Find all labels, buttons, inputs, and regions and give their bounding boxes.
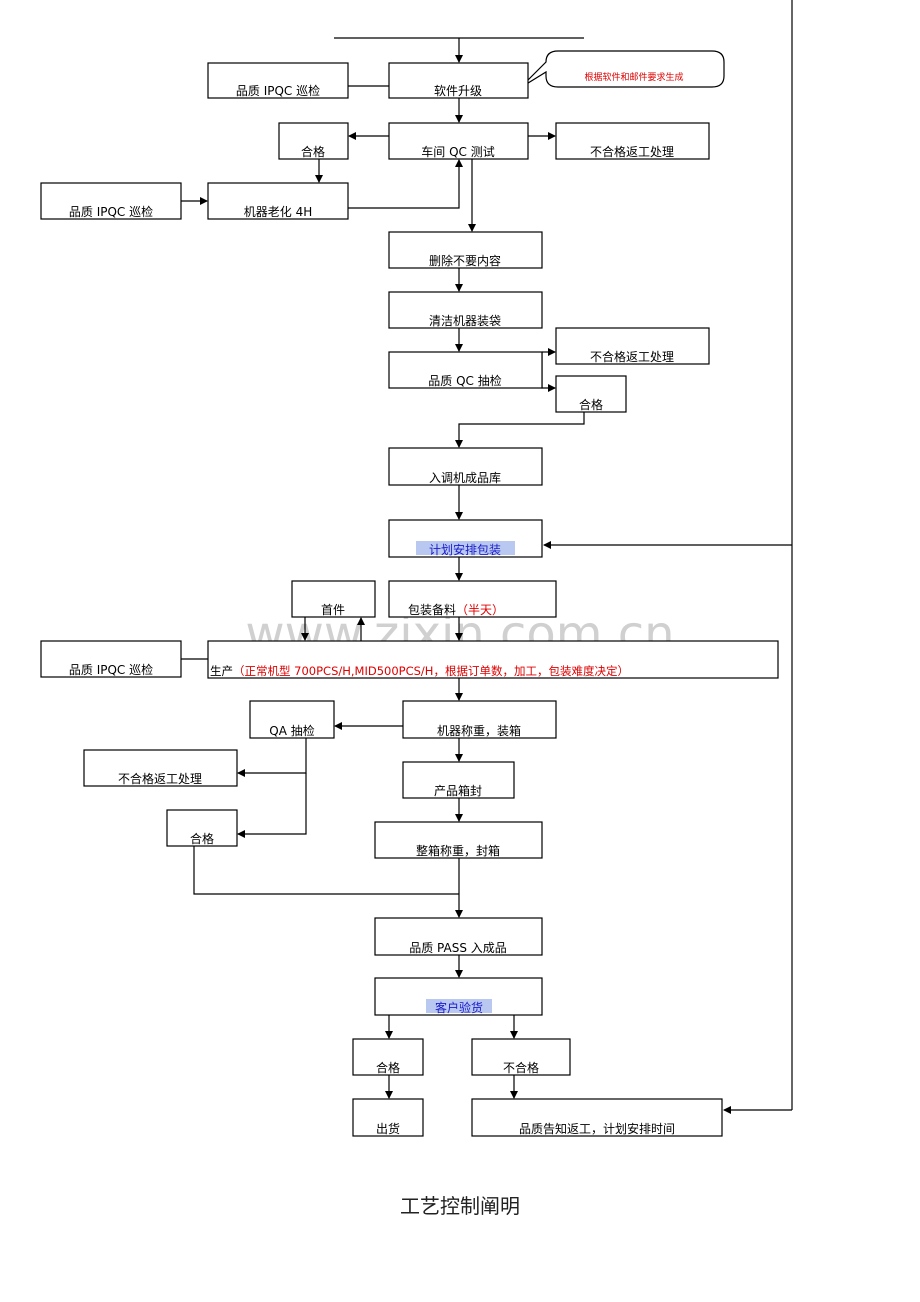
- box-label: 机器称重，装箱: [437, 723, 521, 738]
- box-ipqc-patrol-3: 品质 IPQC 巡检: [40, 640, 182, 678]
- box-label: 不合格返工处理: [590, 144, 674, 159]
- box-qualified-4: 合格: [352, 1038, 424, 1076]
- box-seal-box: 产品箱封: [402, 761, 515, 799]
- box-plan-packing: 计划安排包装: [388, 519, 543, 558]
- box-aging-4h: 机器老化 4H: [207, 182, 349, 220]
- page-caption: 工艺控制阐明: [400, 1194, 520, 1218]
- box-qa-sample: QA 抽检: [249, 700, 335, 739]
- box-customer-check: 客户验货: [374, 977, 543, 1016]
- box-label: 清洁机器装袋: [429, 314, 501, 328]
- box-qualified-3: 合格: [166, 809, 238, 847]
- box-label: 品质 IPQC 巡检: [69, 204, 153, 219]
- box-unqualified: 不合格: [471, 1038, 571, 1076]
- box-label: 计划安排包装: [429, 542, 501, 557]
- box-first-piece: 首件: [291, 580, 376, 618]
- box-label: 出货: [376, 1121, 400, 1136]
- box-label: 不合格: [503, 1060, 539, 1075]
- box-production: 生产（正常机型 700PCS/H,MID500PCS/H，根据订单数，加工，包装…: [207, 640, 779, 679]
- connector-lines: [181, 0, 793, 1114]
- box-label: 不合格返工处理: [590, 349, 674, 364]
- box-qualified-1: 合格: [278, 122, 349, 160]
- box-label: 整箱称重，封箱: [416, 843, 500, 858]
- box-weigh-box: 机器称重，装箱: [402, 700, 557, 739]
- box-label: 入调机成品库: [429, 470, 501, 485]
- box-delete-content: 删除不要内容: [388, 231, 543, 269]
- box-shipment: 出货: [352, 1098, 424, 1137]
- box-label: 包装备料（半天）: [408, 603, 504, 617]
- box-label: 车间 QC 测试: [421, 144, 494, 159]
- box-packing-material: 包装备料（半天）: [388, 580, 557, 618]
- box-label: 首件: [321, 603, 345, 617]
- box-label: 不合格返工处理: [118, 771, 202, 786]
- box-label: QA 抽检: [269, 723, 314, 738]
- box-label: 品质 IPQC 巡检: [236, 83, 320, 98]
- box-ipqc-patrol-2: 品质 IPQC 巡检: [40, 182, 182, 220]
- callout-text: 根据软件和邮件要求生成: [584, 71, 683, 83]
- box-warehouse-in: 入调机成品库: [388, 447, 543, 486]
- box-label: 品质 PASS 入成品: [409, 941, 507, 955]
- box-notify-rework: 品质告知返工，计划安排时间: [471, 1098, 723, 1137]
- box-rework-2: 不合格返工处理: [555, 327, 710, 365]
- box-label: 品质告知返工，计划安排时间: [519, 1121, 675, 1136]
- box-workshop-qc-test: 车间 QC 测试: [388, 122, 529, 160]
- box-label: 软件升级: [434, 84, 482, 98]
- box-label: 产品箱封: [434, 783, 482, 798]
- box-software-upgrade: 软件升级: [388, 62, 529, 99]
- box-quality-qc-sample: 品质 QC 抽检: [388, 351, 543, 389]
- box-weigh-seal: 整箱称重，封箱: [374, 821, 543, 859]
- box-quality-pass: 品质 PASS 入成品: [374, 917, 543, 956]
- box-label: 合格: [190, 831, 214, 846]
- box-label: 合格: [301, 144, 325, 159]
- box-label: 机器老化 4H: [244, 205, 312, 219]
- box-label: 品质 QC 抽检: [428, 373, 501, 388]
- box-qualified-2: 合格: [555, 375, 627, 413]
- box-label: 生产（正常机型 700PCS/H,MID500PCS/H，根据订单数，加工，包装…: [210, 664, 629, 678]
- box-ipqc-patrol-1: 品质 IPQC 巡检: [207, 62, 349, 99]
- callout-note: 根据软件和邮件要求生成: [519, 50, 725, 89]
- box-label: 客户验货: [435, 1000, 483, 1015]
- box-label: 品质 IPQC 巡检: [69, 662, 153, 677]
- box-label: 合格: [579, 397, 603, 412]
- box-rework-3: 不合格返工处理: [83, 749, 238, 787]
- box-label: 合格: [376, 1060, 400, 1075]
- box-rework-1: 不合格返工处理: [555, 122, 710, 160]
- box-clean-bag: 清洁机器装袋: [388, 291, 543, 329]
- box-label: 删除不要内容: [429, 253, 501, 268]
